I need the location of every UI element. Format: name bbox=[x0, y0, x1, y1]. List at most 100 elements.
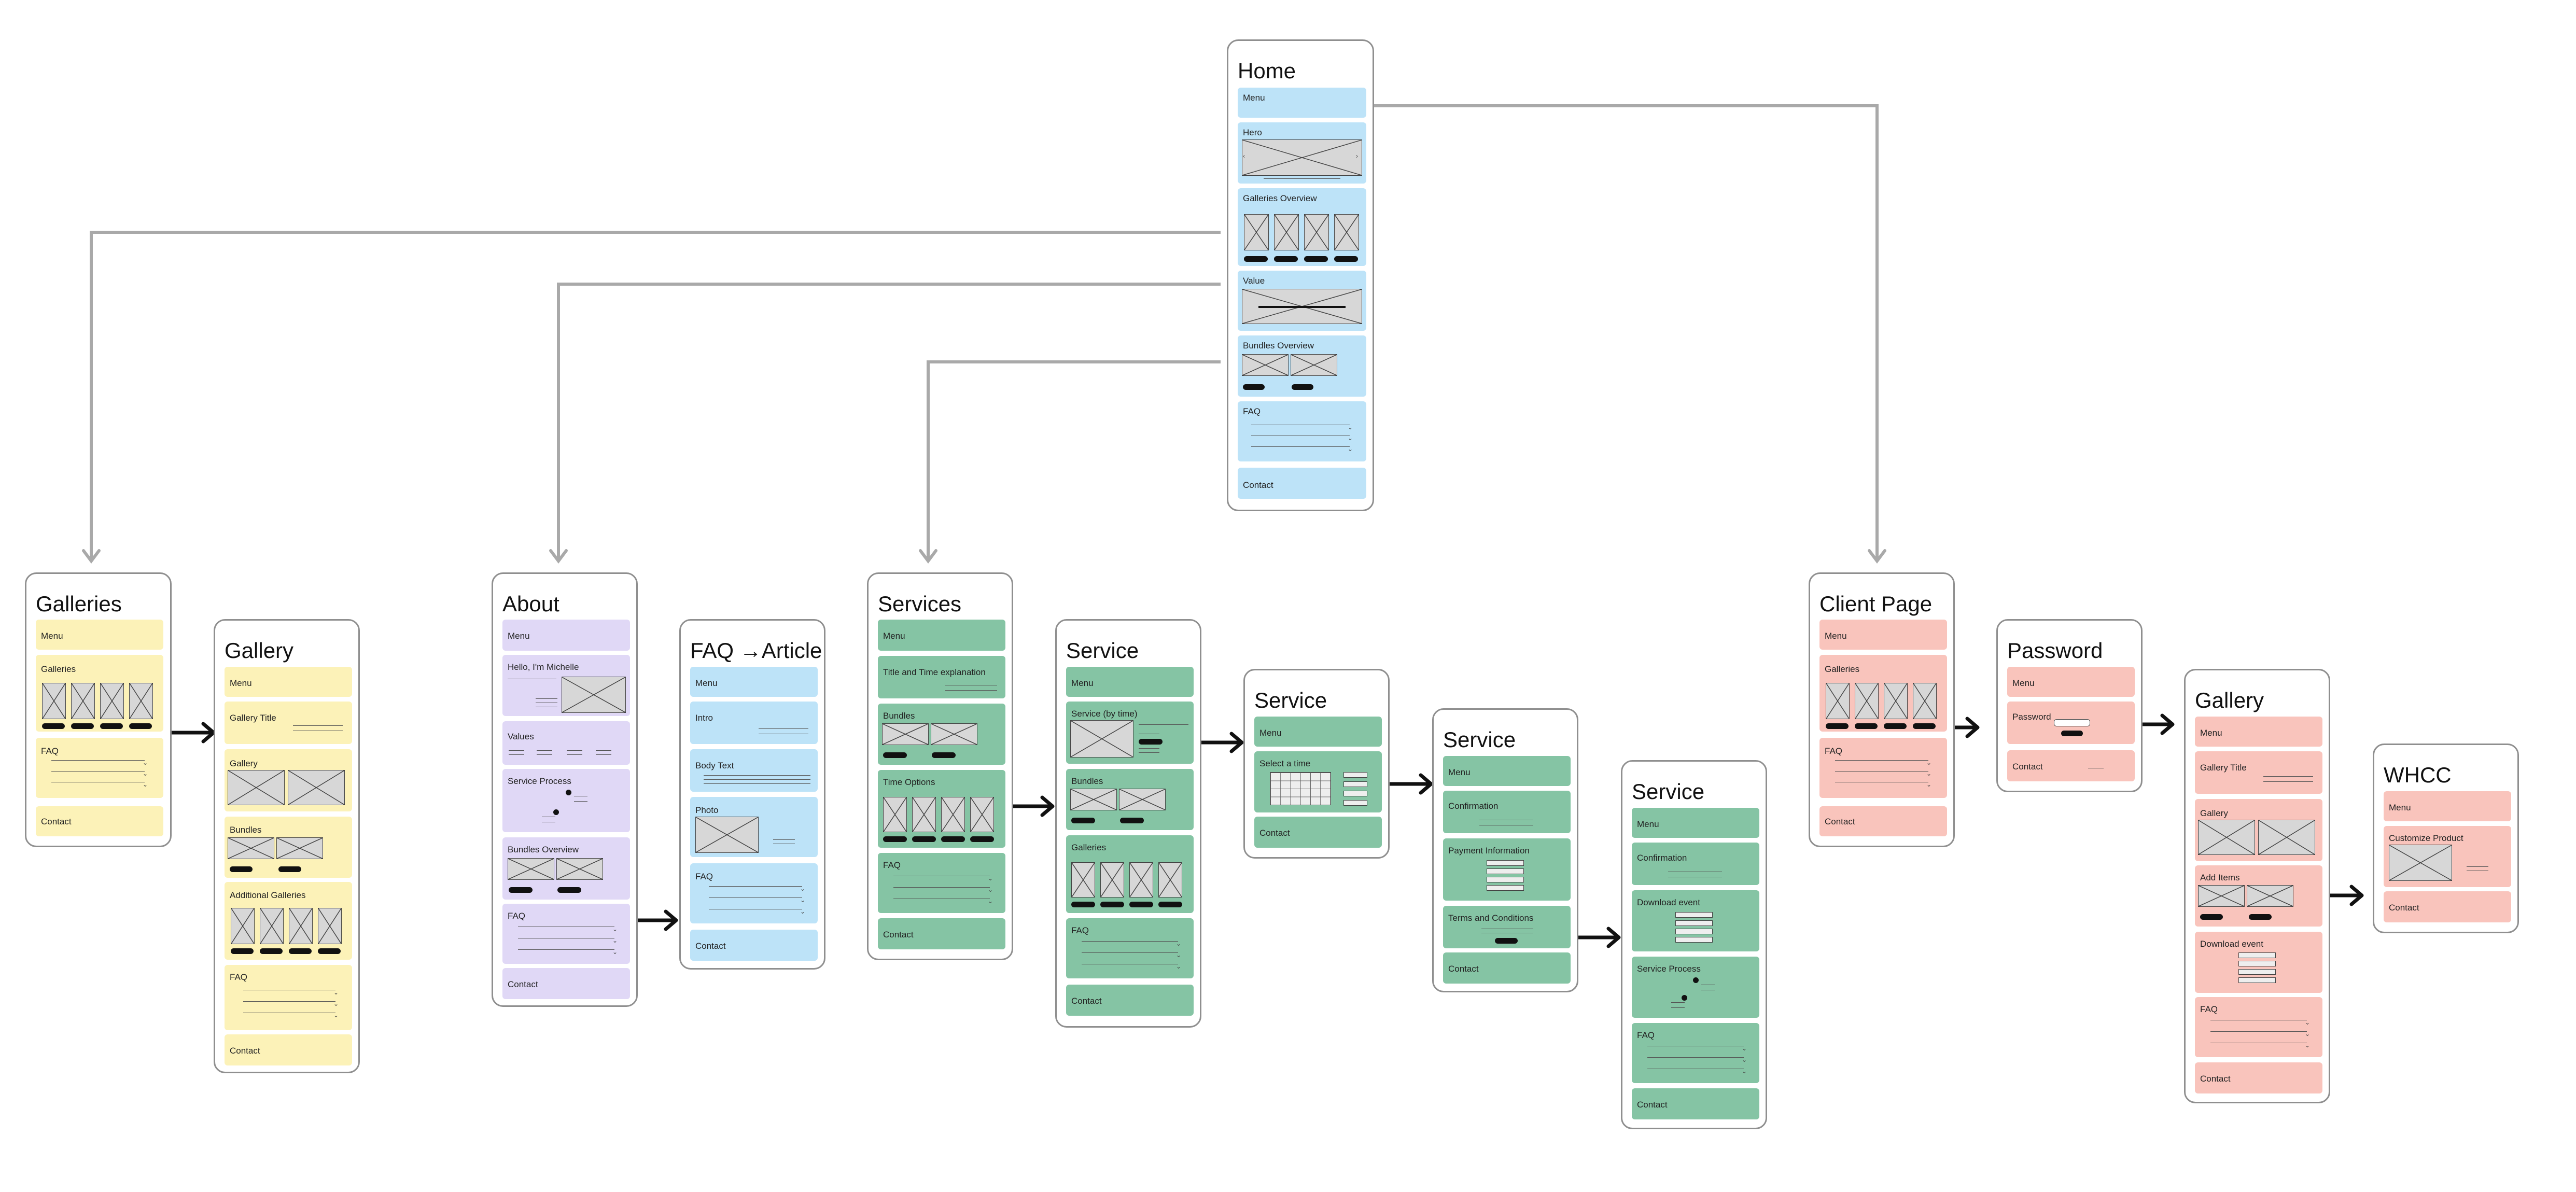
placeholder-cross-icon bbox=[883, 724, 928, 745]
section-label: FAQ bbox=[1637, 1030, 1655, 1040]
placeholder-cross-icon bbox=[2199, 886, 2244, 906]
image-placeholder bbox=[1119, 789, 1166, 810]
section-label: Menu bbox=[1825, 631, 1847, 641]
image-placeholder bbox=[228, 837, 274, 859]
page-service-payment[interactable]: Service Menu Confirmation Payment Inform… bbox=[1432, 708, 1578, 992]
form-row-placeholder bbox=[1487, 868, 1524, 874]
placeholder-cross-icon bbox=[228, 770, 284, 805]
button-placeholder bbox=[1884, 723, 1907, 729]
button-placeholder bbox=[1495, 938, 1518, 944]
page-client[interactable]: Client Page Menu Galleries FAQ ⌄ ⌄ ⌄ Con… bbox=[1809, 572, 1955, 847]
image-placeholder bbox=[289, 908, 313, 944]
placeholder-cross-icon bbox=[1913, 683, 1936, 719]
hero-image-placeholder bbox=[1242, 139, 1362, 176]
page-faq-article[interactable]: FAQ →Article Menu Intro Body Text Photo … bbox=[679, 619, 825, 970]
section-contact: Contact bbox=[878, 918, 1005, 949]
section-menu: Menu bbox=[2195, 717, 2322, 747]
button-placeholder bbox=[1071, 818, 1095, 823]
hero-next-icon: › bbox=[1356, 152, 1358, 160]
section-hello: Hello, I'm Michelle bbox=[502, 655, 630, 716]
image-placeholder bbox=[1100, 862, 1124, 897]
button-placeholder bbox=[71, 723, 94, 729]
form-row-placeholder bbox=[2238, 961, 2276, 966]
text-line-placeholder bbox=[1671, 1002, 1685, 1003]
section-label: Menu bbox=[695, 678, 718, 688]
link-home-galleries bbox=[90, 231, 1221, 560]
page-galleries[interactable]: Galleries Menu Galleries FAQ ⌄ ⌄ ⌄ Conta… bbox=[25, 572, 172, 847]
section-values: Values bbox=[502, 721, 630, 765]
flow-service2-service3 bbox=[1388, 773, 1433, 795]
form-row-placeholder bbox=[1487, 860, 1524, 866]
chevron-down-icon: ⌄ bbox=[143, 781, 148, 788]
section-label: Add Items bbox=[2200, 873, 2240, 882]
button-placeholder bbox=[912, 836, 936, 842]
placeholder-cross-icon bbox=[1291, 355, 1337, 375]
chevron-down-icon: ⌄ bbox=[2305, 1042, 2311, 1049]
section-faq: FAQ ⌄ ⌄ ⌄ bbox=[878, 853, 1005, 913]
flow-service-service2 bbox=[1198, 732, 1244, 753]
section-service-process: Service Process bbox=[1632, 957, 1759, 1018]
section-bundles: Bundles bbox=[1066, 769, 1194, 830]
page-services[interactable]: Services Menu Title and Time explanation… bbox=[867, 572, 1013, 960]
section-bundles: Bundles bbox=[878, 704, 1005, 765]
button-placeholder bbox=[1120, 818, 1144, 823]
sitemap-connectors bbox=[90, 104, 1879, 560]
button-placeholder bbox=[230, 866, 253, 872]
page-title: Password bbox=[2007, 638, 2103, 663]
page-whcc[interactable]: WHCC Menu Customize Product Contact bbox=[2373, 744, 2519, 933]
section-label: Menu bbox=[2200, 728, 2222, 738]
placeholder-cross-icon bbox=[971, 797, 993, 832]
button-placeholder bbox=[289, 948, 312, 954]
section-download-event: Download event bbox=[1632, 890, 1759, 951]
image-placeholder bbox=[1244, 214, 1269, 250]
placeholder-cross-icon bbox=[1071, 721, 1133, 757]
section-menu: Menu bbox=[502, 620, 630, 651]
page-client-gallery[interactable]: Gallery Menu Gallery Title Gallery Add I… bbox=[2184, 669, 2330, 1103]
placeholder-cross-icon bbox=[277, 838, 323, 859]
page-about[interactable]: About Menu Hello, I'm Michelle Values Se… bbox=[492, 572, 638, 1007]
text-line-placeholder bbox=[537, 754, 552, 755]
image-placeholder bbox=[695, 817, 759, 853]
section-label: Gallery bbox=[230, 759, 258, 768]
placeholder-cross-icon bbox=[884, 797, 906, 832]
image-placeholder bbox=[228, 770, 285, 805]
section-label: Menu bbox=[41, 631, 63, 641]
page-title: Service bbox=[1066, 638, 1139, 663]
section-label: Galleries bbox=[41, 664, 76, 674]
arrowhead-about bbox=[549, 549, 568, 564]
page-gallery[interactable]: Gallery Menu Gallery Title Gallery Bundl… bbox=[214, 619, 360, 1073]
section-gallery-title: Gallery Title bbox=[2195, 751, 2322, 794]
page-home[interactable]: Home Menu Hero ‹ › Galleries Overview Va… bbox=[1227, 39, 1374, 511]
button-placeholder bbox=[1129, 902, 1153, 907]
section-label: Contact bbox=[1259, 828, 1290, 838]
page-service-confirmation[interactable]: Service Menu Confirmation Download event… bbox=[1621, 760, 1767, 1129]
section-label: Hero bbox=[1243, 128, 1262, 137]
page-service-select-time[interactable]: Service Menu Select a time Contact bbox=[1243, 669, 1390, 859]
placeholder-cross-icon bbox=[508, 859, 554, 879]
section-label: Menu bbox=[508, 631, 530, 641]
text-line-placeholder bbox=[1082, 952, 1178, 953]
image-placeholder bbox=[970, 797, 994, 832]
page-password[interactable]: Password Menu Password Contact bbox=[1996, 619, 2143, 792]
image-placeholder bbox=[1070, 720, 1133, 758]
button-placeholder bbox=[932, 752, 956, 758]
text-line-placeholder bbox=[536, 698, 557, 699]
form-row-placeholder bbox=[2238, 969, 2276, 975]
text-line-placeholder bbox=[2467, 866, 2488, 867]
page-service[interactable]: Service Menu Service (by time) Bundles G… bbox=[1055, 619, 1201, 1028]
text-line-placeholder bbox=[574, 801, 587, 802]
section-label: Gallery bbox=[2200, 808, 2228, 818]
section-customize-product: Customize Product bbox=[2384, 826, 2511, 887]
image-placeholder bbox=[2389, 845, 2452, 881]
section-faq: FAQ ⌄ ⌄ ⌄ bbox=[36, 738, 163, 798]
section-label: Bundles bbox=[1071, 776, 1103, 786]
placeholder-cross-icon bbox=[931, 724, 977, 745]
chevron-down-icon: ⌄ bbox=[1176, 940, 1182, 947]
button-placeholder bbox=[1158, 902, 1182, 907]
section-label: Contact bbox=[883, 930, 914, 939]
button-placeholder bbox=[557, 887, 581, 893]
section-label: FAQ bbox=[230, 972, 248, 982]
section-label: Contact bbox=[1637, 1100, 1668, 1110]
section-label: Title and Time explanation bbox=[883, 667, 986, 677]
section-galleries-overview: Galleries Overview bbox=[1238, 188, 1366, 266]
